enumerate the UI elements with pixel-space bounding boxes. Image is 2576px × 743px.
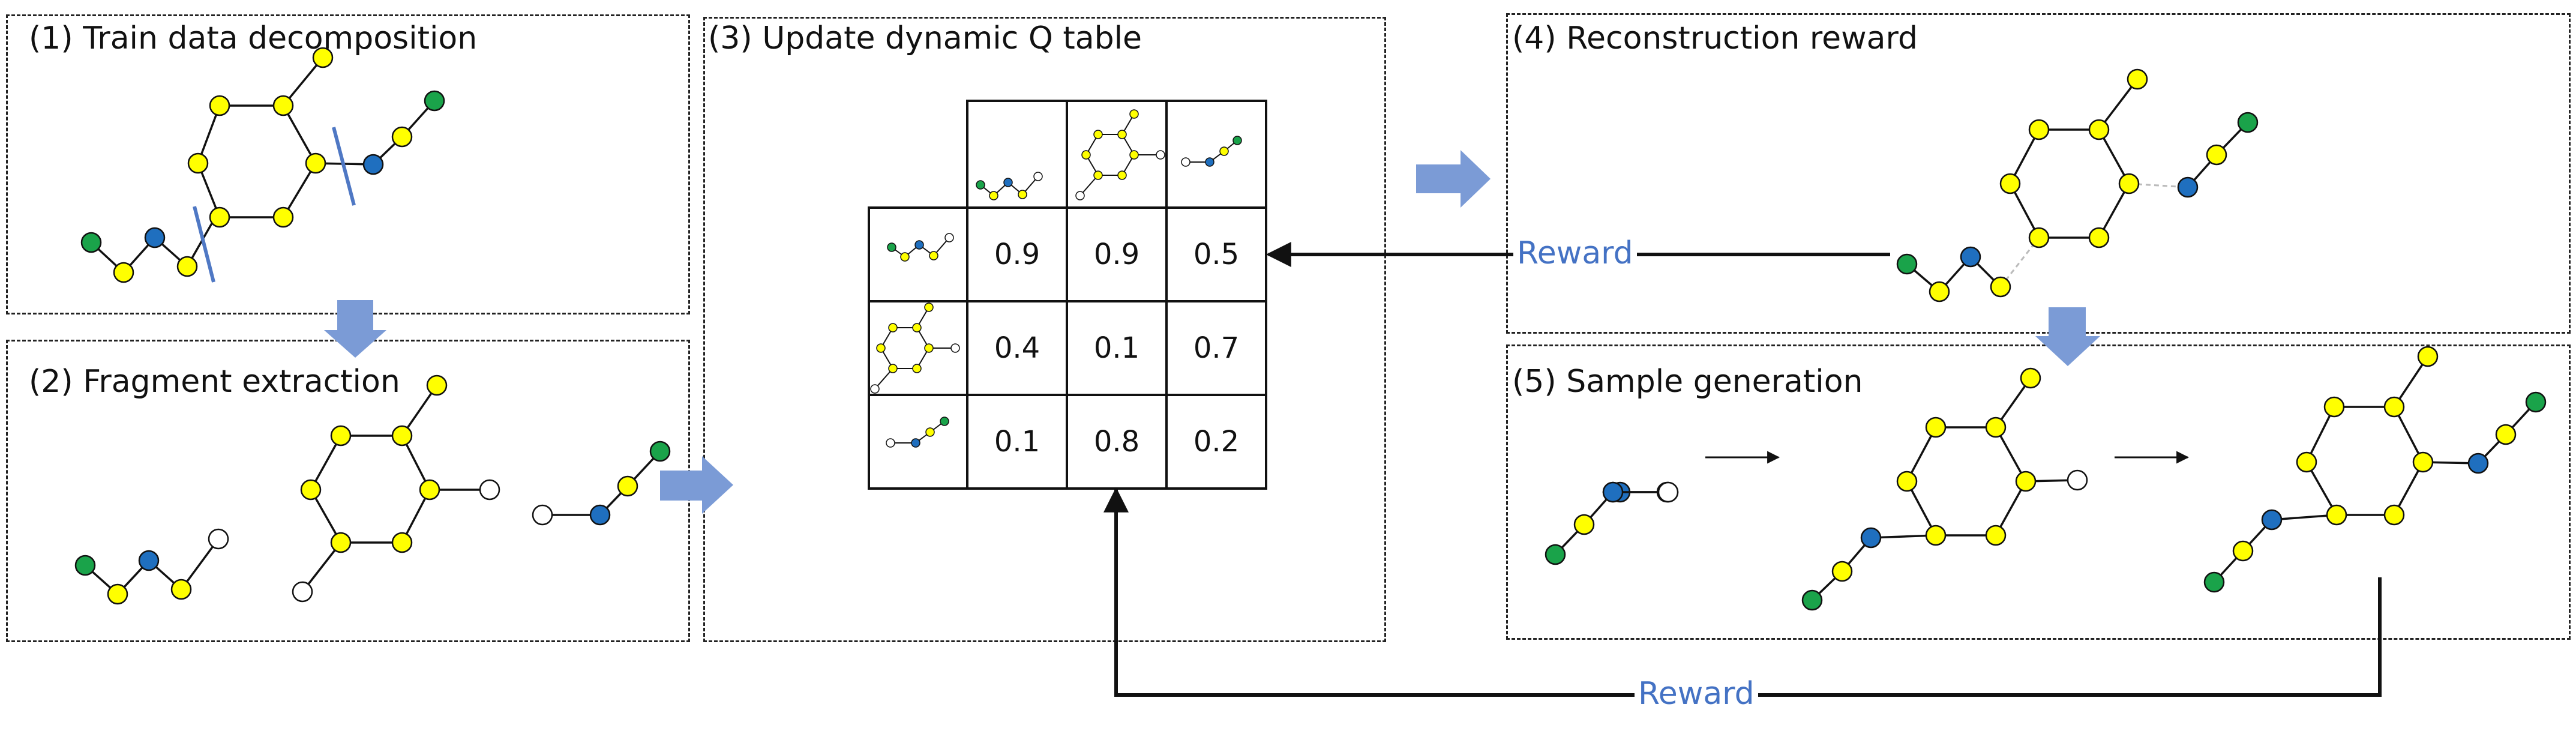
panel-update-q-table — [703, 17, 1386, 642]
q-row-icon-side — [890, 421, 945, 444]
fragment-side — [542, 450, 661, 516]
reward-label-top: Reward — [1513, 235, 1637, 271]
q-cell-r1c1: 0.9 — [966, 206, 1068, 302]
panel-title-2: (2) Fragment extraction — [29, 364, 400, 400]
panel-title-1: (1) Train data decomposition — [29, 20, 478, 56]
q-row-header-2 — [868, 300, 968, 396]
q-header-cell-3 — [1165, 100, 1267, 209]
panel-sample-generation — [1506, 344, 2571, 640]
arrow-2-to-3 — [660, 456, 733, 514]
fragment-ring — [301, 385, 490, 593]
reward-bottom-connector — [1103, 487, 2382, 697]
q-cell-r2c2: 0.1 — [1066, 300, 1168, 396]
q-header-cell-1 — [966, 100, 1068, 209]
cut-lines — [193, 127, 356, 283]
q-cell-r1c3: 0.5 — [1165, 206, 1267, 302]
arrow-3-to-4 — [1416, 150, 1491, 208]
reward-label-bottom: Reward — [1635, 676, 1758, 712]
q-cell-r3c3: 0.2 — [1165, 394, 1267, 490]
q-row-header-3 — [868, 394, 968, 490]
q-cell-r3c2: 0.8 — [1066, 394, 1168, 490]
panel-title-5: (5) Sample generation — [1512, 364, 1863, 400]
q-header-cell-2 — [1066, 100, 1168, 209]
sample-intermediate — [1811, 377, 2078, 601]
panel-title-3: (3) Update dynamic Q table — [708, 20, 1142, 56]
q-row-header-1 — [868, 206, 968, 302]
arrow-1-to-2 — [324, 300, 386, 358]
sample-final — [2213, 356, 2537, 583]
q-cell-r1c2: 0.9 — [1066, 206, 1168, 302]
q-cell-r2c1: 0.4 — [966, 300, 1068, 396]
panel-title-4: (4) Reconstruction reward — [1512, 20, 1918, 56]
train-molecule-atoms — [80, 47, 445, 283]
arrow-4-to-5 — [2035, 307, 2100, 366]
q-cell-r2c3: 0.7 — [1165, 300, 1267, 396]
q-col-icon-side — [1186, 140, 1238, 163]
q-cell-r3c1: 0.1 — [966, 394, 1068, 490]
panel-reconstruction-reward — [1506, 13, 2571, 334]
